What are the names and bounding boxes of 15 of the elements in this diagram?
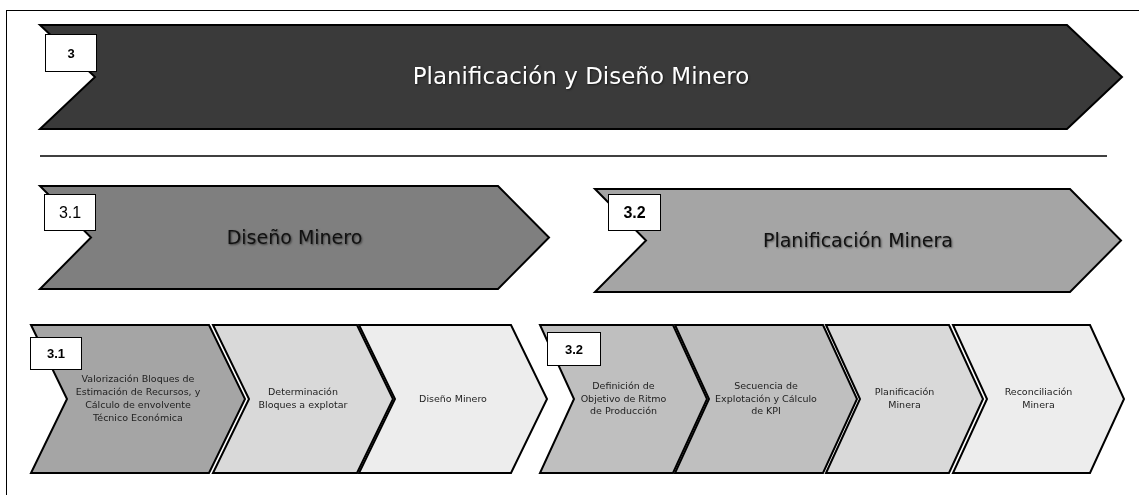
chevron-label: Reconciliación Minera: [1003, 386, 1074, 412]
step-number: 3.2: [547, 332, 601, 366]
step-number: 3.2: [608, 194, 661, 231]
step-number: 3: [45, 34, 97, 72]
chevron-label: Planificación Minera: [873, 386, 936, 412]
chevron-label: Valorización Bloques de Estimación de Recursos, y Cálculo de envolvente Técnico Económica: [74, 373, 202, 425]
step-number: 3.1: [30, 337, 82, 370]
chevron-label: Determinación Bloques a explotar: [257, 386, 349, 412]
chevron-label: Definición de Objetivo de Ritmo de Producción: [579, 379, 668, 419]
chevron-label: Diseño Minero: [419, 392, 487, 406]
step-number: 3.1: [44, 194, 96, 231]
chevron-label: Planificación y Diseño Minero: [412, 62, 750, 92]
chevron-label: Diseño Minero: [226, 224, 363, 250]
chevron-label: Secuencia de Explotación y Cálculo de KPI: [714, 379, 818, 419]
chevron-label: Planificación Minera: [762, 227, 953, 253]
